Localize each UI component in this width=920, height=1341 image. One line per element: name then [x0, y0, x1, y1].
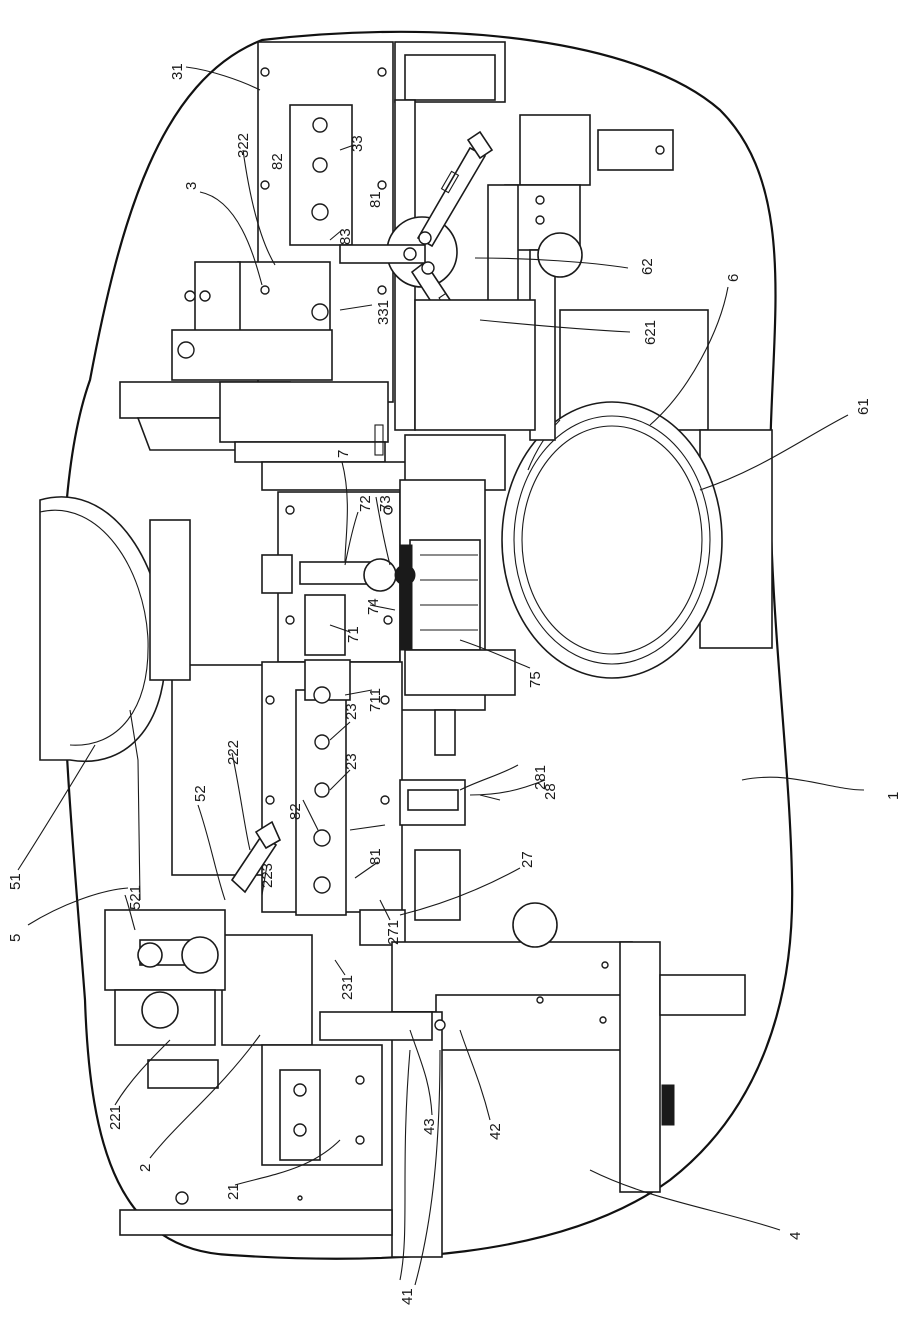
label-23b: 23 — [343, 753, 360, 770]
label-2: 2 — [137, 1164, 154, 1172]
label-7: 7 — [335, 450, 352, 458]
label-23a: 23 — [343, 703, 360, 720]
label-62: 62 — [639, 258, 656, 275]
label-281: 281 — [532, 765, 549, 790]
label-331: 331 — [375, 300, 392, 325]
label-5: 5 — [7, 934, 24, 942]
label-71: 71 — [345, 626, 362, 643]
label-74: 74 — [365, 598, 382, 615]
label-31: 31 — [169, 63, 186, 80]
label-27: 27 — [519, 851, 536, 868]
label-711: 711 — [367, 688, 384, 712]
label-81b: 81 — [367, 848, 384, 865]
label-51: 51 — [7, 873, 24, 890]
label-1: 1 — [885, 792, 902, 800]
label-81a: 81 — [367, 191, 384, 208]
label-82a: 82 — [269, 153, 286, 170]
label-52: 52 — [192, 785, 209, 802]
label-21: 21 — [225, 1183, 242, 1200]
label-43: 43 — [421, 1118, 438, 1135]
label-83: 83 — [337, 228, 354, 245]
label-42: 42 — [487, 1123, 504, 1140]
label-6: 6 — [725, 274, 742, 282]
label-82b: 82 — [287, 803, 304, 820]
label-3: 3 — [183, 182, 200, 190]
label-322: 322 — [235, 133, 252, 158]
label-72: 72 — [357, 495, 374, 512]
label-75: 75 — [527, 671, 544, 688]
label-271: 271 — [385, 920, 402, 945]
label-73: 73 — [377, 495, 394, 512]
label-521: 521 — [127, 885, 144, 910]
label-4: 4 — [787, 1232, 804, 1240]
label-222: 222 — [225, 740, 242, 765]
label-223: 223 — [259, 863, 276, 888]
label-621: 621 — [642, 320, 659, 345]
label-231: 231 — [339, 975, 356, 1000]
label-221: 221 — [107, 1105, 124, 1130]
label-33: 33 — [349, 135, 366, 152]
label-41: 41 — [399, 1288, 416, 1305]
label-61: 61 — [855, 398, 872, 415]
